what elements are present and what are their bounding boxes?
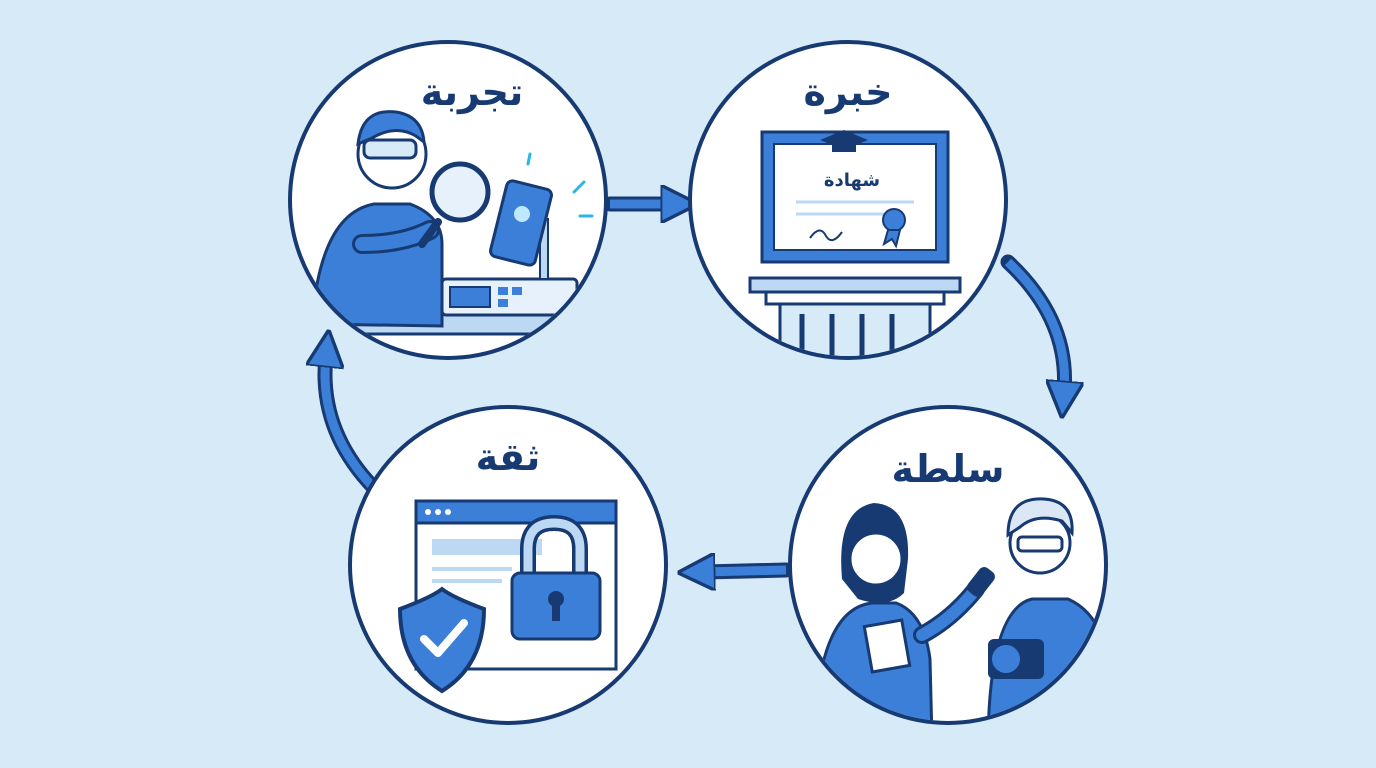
scientist-magnifier-phone-icon (310, 110, 604, 336)
arrow-authority-to-trust (704, 570, 794, 572)
step-title-authority: سلطة (891, 447, 1005, 491)
certificate-text: شهادة (824, 170, 880, 191)
browser-lock-shield-icon (397, 499, 618, 694)
step-title-trust: ثقة (475, 435, 541, 479)
interview-microphone-camera-icon (813, 497, 1104, 721)
certificate-podium-icon: شهادة (748, 130, 962, 356)
step-title-expertise: خبرة (803, 70, 893, 114)
step-experience: تجربة (288, 40, 608, 360)
step-expertise: شهادة خبرة (688, 40, 1008, 360)
step-title-experience: تجربة (420, 70, 524, 114)
arrow-expertise-to-authority (1000, 254, 1065, 392)
step-authority: سلطة (788, 405, 1108, 725)
arrow-trust-to-experience (325, 356, 382, 496)
step-trust: ثقة (348, 405, 668, 725)
